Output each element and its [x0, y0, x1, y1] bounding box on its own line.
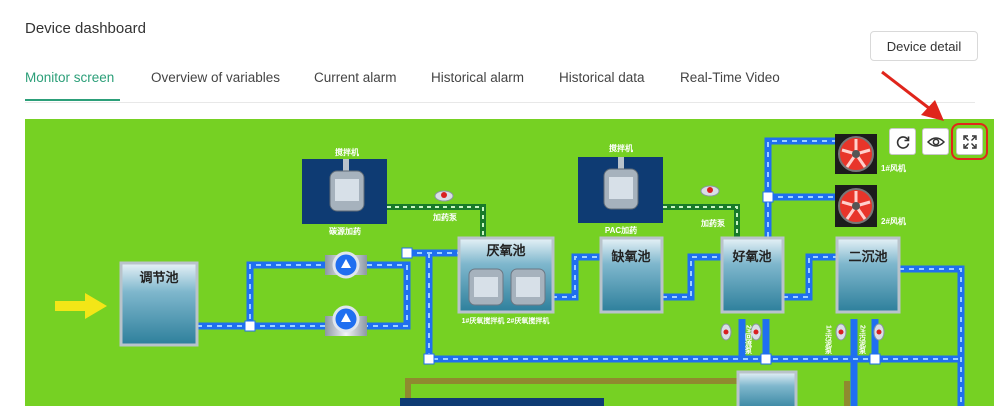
- dosing-pump-2-label: 加药泵: [700, 218, 725, 228]
- pac-mixer-bottom-label: PAC加药: [605, 225, 637, 235]
- secondary-tank-label: 二沉池: [848, 249, 887, 264]
- bottom-unit: [400, 398, 604, 406]
- pac-dosing-mixer[interactable]: 搅拌机 PAC加药: [578, 143, 663, 235]
- dosing-pump-1-label: 加药泵: [432, 212, 457, 222]
- device-detail-button[interactable]: Device detail: [870, 31, 978, 61]
- return-pump[interactable]: 2#回流泵: [720, 323, 762, 355]
- active-tab-indicator: [25, 99, 120, 101]
- regulating-tank[interactable]: 调节池: [119, 261, 199, 347]
- eye-icon: [926, 136, 945, 147]
- fan-2-label: 2#风机: [881, 216, 906, 226]
- refresh-icon: [896, 135, 909, 149]
- sludge-pumps[interactable]: 1#污泥泵 2#污泥泵: [825, 323, 885, 355]
- dosing-pump-1[interactable]: 加药泵: [432, 190, 457, 222]
- pipe-junctions: [244, 191, 881, 365]
- tab-current-alarm[interactable]: Current alarm: [314, 70, 397, 85]
- anaerobic-mixer-2-icon: [510, 268, 546, 306]
- aerobic-tank[interactable]: 好氧池: [720, 236, 785, 314]
- pac-mixer-top-label: 搅拌机: [609, 143, 633, 153]
- tab-historical-alarm[interactable]: Historical alarm: [431, 70, 525, 85]
- refresh-button[interactable]: [889, 128, 916, 155]
- fullscreen-button[interactable]: [951, 123, 988, 160]
- dosing-pump-2[interactable]: 加药泵: [700, 185, 725, 228]
- fullscreen-icon: [962, 134, 977, 149]
- anaerobic-mixer-1-label: 1#厌氧搅拌机: [462, 316, 505, 325]
- carbon-dosing-mixer[interactable]: 搅拌机 碳源加药: [302, 147, 387, 236]
- inlet-arrow: [55, 293, 107, 319]
- aerobic-tank-label: 好氧池: [731, 249, 771, 264]
- anaerobic-tank[interactable]: 厌氧池 1#厌氧搅拌机 2#厌氧搅拌机: [457, 236, 555, 325]
- return-pump-label: 2#回流泵: [745, 325, 754, 355]
- dosing-pipe-highlights: [387, 206, 738, 239]
- anoxic-tank[interactable]: 缺氧池: [599, 236, 664, 314]
- fan-1[interactable]: 1#风机: [835, 134, 906, 174]
- anaerobic-tank-label: 厌氧池: [486, 243, 525, 258]
- carbon-mixer-bottom-label: 碳源加药: [329, 226, 361, 236]
- tab-bar: Monitor screen Overview of variables Cur…: [25, 70, 975, 103]
- tab-historical-data[interactable]: Historical data: [559, 70, 645, 85]
- process-diagram: 调节池 厌氧池 1#厌氧搅拌机 2#厌氧搅拌机 缺氧池 好氧池 二沉池 搅拌机: [25, 119, 994, 406]
- sludge-pump-2-label: 2#污泥泵: [859, 325, 868, 355]
- tab-real-time-video[interactable]: Real-Time Video: [680, 70, 780, 85]
- sludge-pump-1-label: 1#污泥泵: [825, 325, 834, 355]
- sludge-pipe: [405, 378, 850, 406]
- anaerobic-mixer-1-icon: [468, 268, 504, 306]
- carbon-mixer-top-label: 搅拌机: [335, 147, 359, 157]
- regulating-tank-label: 调节池: [139, 270, 178, 285]
- page-title: Device dashboard: [25, 20, 146, 37]
- fan-1-label: 1#风机: [881, 163, 906, 173]
- view-button[interactable]: [922, 128, 949, 155]
- anoxic-tank-label: 缺氧池: [610, 249, 650, 264]
- lift-pump-2[interactable]: [325, 305, 367, 336]
- tab-monitor-screen[interactable]: Monitor screen: [25, 70, 115, 85]
- anaerobic-mixer-2-label: 2#厌氧搅拌机: [507, 316, 550, 325]
- monitor-canvas[interactable]: 调节池 厌氧池 1#厌氧搅拌机 2#厌氧搅拌机 缺氧池 好氧池 二沉池 搅拌机: [25, 119, 994, 406]
- lift-pump-1[interactable]: [325, 251, 367, 279]
- pipe-highlights: [197, 140, 962, 406]
- secondary-tank[interactable]: 二沉池: [835, 236, 901, 314]
- fan-2[interactable]: 2#风机: [835, 185, 906, 227]
- bottom-tank: [736, 370, 798, 406]
- tab-overview-variables[interactable]: Overview of variables: [151, 70, 281, 85]
